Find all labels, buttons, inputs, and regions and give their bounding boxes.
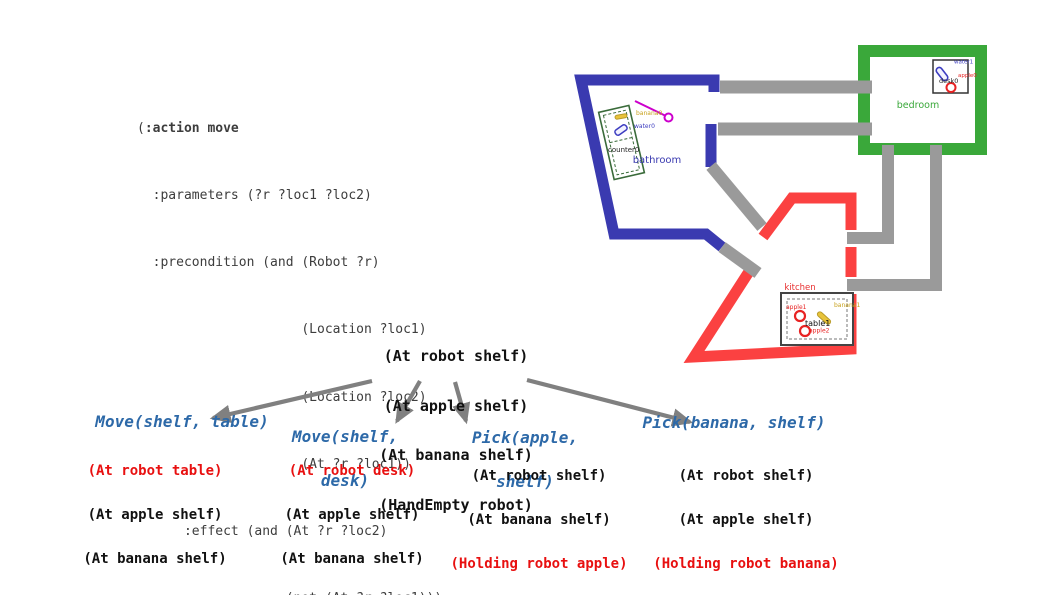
water0-shape bbox=[614, 124, 628, 136]
action-label-line: desk) bbox=[320, 470, 370, 490]
arrow-pick-banana bbox=[526, 377, 694, 427]
pddl-line-not: (not (At ?r ?loc1))) bbox=[137, 588, 443, 595]
water0-label: water0 bbox=[634, 123, 655, 130]
action-label-move-table: Move(shelf, table) bbox=[95, 386, 268, 459]
corridor-bath-kitchen-diag-1 bbox=[706, 162, 767, 231]
corridor-bedroom-kitchen-1 bbox=[847, 145, 894, 244]
action-label-line: shelf) bbox=[496, 471, 554, 491]
water1-label: water1 bbox=[954, 60, 973, 66]
action-label-line: Move(shelf, table) bbox=[95, 412, 269, 431]
table1-label: table1 bbox=[805, 319, 830, 328]
root-state-line: (At robot shelf) bbox=[383, 347, 529, 365]
child-state-pick-apple: (At robot shelf) (At banana shelf) (Hold… bbox=[450, 439, 627, 595]
floor-plan-map: bathroom bedroom kitchen counter0 banana… bbox=[574, 45, 987, 364]
pddl-line-at: (At ?r ?loc1)) bbox=[137, 456, 411, 472]
counter0-label: counter0 bbox=[608, 146, 639, 154]
pddl-line-effect: :effect (and (At ?r ?loc2) bbox=[137, 524, 388, 540]
action-label-pick-apple: Pick(apple, shelf) bbox=[472, 402, 578, 518]
banana0-shape bbox=[614, 113, 628, 120]
apple2-shape bbox=[798, 324, 812, 338]
child-state-pick-banana: (At robot shelf) (At apple shelf) (Holdi… bbox=[653, 439, 838, 595]
state-line: (At apple shelf) bbox=[87, 506, 223, 523]
action-label-move-desk: Move(shelf, desk) bbox=[292, 401, 398, 517]
desk0-label: desk0 bbox=[939, 77, 958, 85]
bathroom-label: bathroom bbox=[633, 155, 682, 166]
action-label-pick-banana: Pick(banana, shelf) bbox=[642, 387, 825, 460]
child-state-move-desk: (At robot desk) (At apple shelf) (At ban… bbox=[280, 434, 423, 595]
banana1-label: banana1 bbox=[834, 302, 860, 309]
pddl-line-location1: (Location ?loc1) bbox=[137, 322, 427, 338]
bedroom-walls bbox=[858, 45, 987, 155]
corridors bbox=[706, 80, 942, 291]
banana1-shape bbox=[816, 311, 832, 325]
kitchen-label: kitchen bbox=[784, 283, 815, 293]
pddl-paren: ( bbox=[137, 120, 145, 136]
pddl-line-parameters: :parameters (?r ?loc1 ?loc2) bbox=[137, 188, 372, 204]
tree-arrows bbox=[209, 377, 694, 427]
water1-shape bbox=[935, 66, 949, 82]
corridor-bath-kitchen-diag-2 bbox=[718, 242, 762, 278]
arrow-pick-apple bbox=[452, 381, 471, 425]
root-state-line: (HandEmpty robot) bbox=[379, 495, 533, 514]
apple0-shape bbox=[945, 82, 957, 93]
state-line: (At apple shelf) bbox=[678, 511, 814, 528]
robot-marker bbox=[634, 100, 674, 123]
counter0-box bbox=[597, 104, 646, 181]
state-line: (At banana shelf) bbox=[83, 551, 227, 568]
arrow-move-desk bbox=[395, 379, 422, 424]
pddl-action-keyword: :action move bbox=[144, 120, 239, 136]
bedroom-label: bedroom bbox=[897, 100, 939, 111]
state-line: (At apple shelf) bbox=[284, 506, 420, 523]
state-line-highlight: (At robot desk) bbox=[288, 462, 416, 479]
table1-box bbox=[780, 292, 854, 346]
state-line: (At robot shelf) bbox=[678, 467, 814, 484]
state-line-highlight: (Holding robot apple) bbox=[450, 556, 628, 573]
banana0-label: banana0 bbox=[636, 110, 662, 117]
arrow-move-table bbox=[209, 378, 373, 424]
state-line-highlight: (At robot table) bbox=[87, 462, 223, 479]
state-line: (At banana shelf) bbox=[280, 551, 424, 568]
desk0-box bbox=[932, 59, 969, 94]
state-line: (At banana shelf) bbox=[467, 511, 611, 528]
state-line-highlight: (Holding robot banana) bbox=[653, 556, 839, 573]
apple2-label: apple2 bbox=[809, 328, 830, 335]
apple1-label: apple1 bbox=[786, 304, 807, 311]
pddl-line-precondition: :precondition (and (Robot ?r) bbox=[137, 255, 380, 271]
pddl-line-action: (:action move bbox=[137, 118, 442, 140]
apple1-shape bbox=[793, 309, 807, 323]
action-label-line: Pick(apple, bbox=[472, 428, 578, 447]
root-state-line: (At banana shelf) bbox=[379, 446, 533, 464]
state-line: (At robot shelf) bbox=[471, 467, 607, 484]
corridor-bedroom-kitchen-2 bbox=[847, 145, 942, 291]
root-state-line: (At apple shelf) bbox=[383, 396, 529, 415]
child-state-move-table: (At robot table) (At apple shelf) (At ba… bbox=[83, 434, 226, 595]
bathroom-walls bbox=[574, 74, 726, 252]
action-label-line: Move(shelf, bbox=[292, 427, 398, 446]
apple0-label: apple0 bbox=[958, 73, 977, 79]
root-state-block: (At robot shelf) (At apple shelf) (At ba… bbox=[379, 315, 533, 546]
action-label-line: Pick(banana, shelf) bbox=[642, 413, 826, 432]
